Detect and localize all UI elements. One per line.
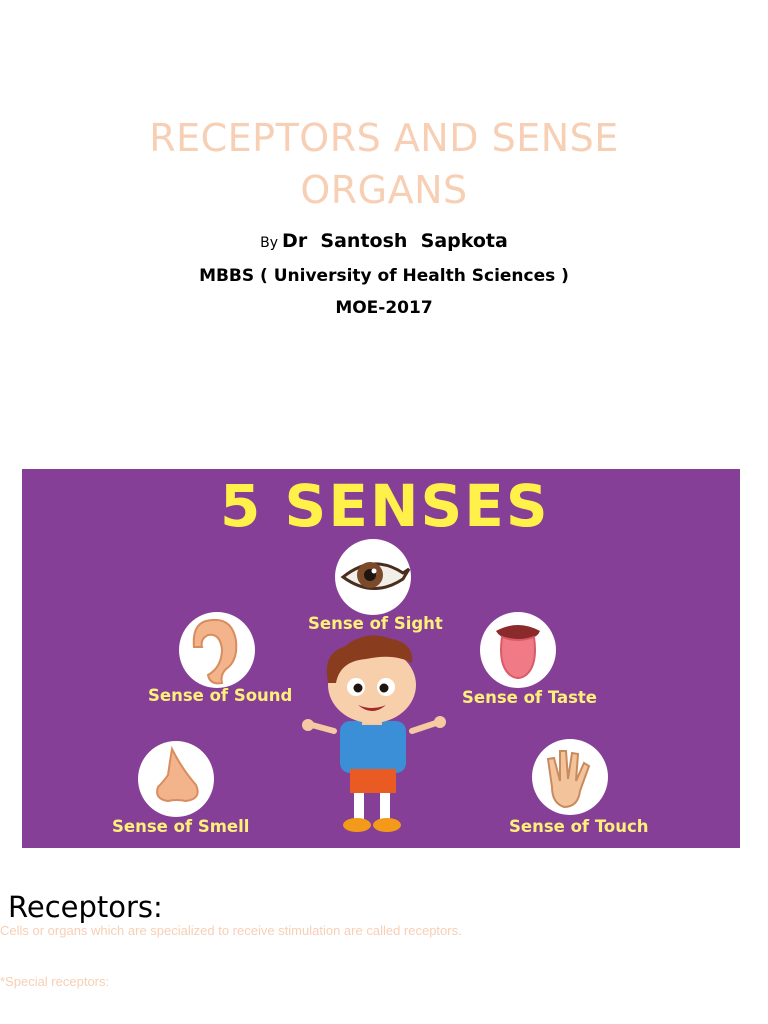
cartoon-boy-illustration <box>302 635 446 832</box>
section-title-receptors: Receptors: <box>8 890 163 924</box>
by-label: By <box>260 235 279 251</box>
sense-label-sound: Sense of Sound <box>148 686 292 705</box>
special-receptors-label: *Special receptors: <box>0 974 110 989</box>
author-moe: MOE-2017 <box>335 298 433 318</box>
sense-label-taste: Sense of Taste <box>462 688 597 707</box>
receptors-definition: Cells or organs which are specialized to… <box>0 923 462 938</box>
ear-icon <box>179 612 255 688</box>
sense-label-sight: Sense of Sight <box>308 614 443 633</box>
author-degree: MBBS ( University of Health Sciences ) <box>199 266 569 286</box>
five-senses-banner: 5 SENSES Sense of Sight Sense of Sound S… <box>22 469 740 848</box>
tongue-icon <box>480 612 556 688</box>
title-line-1: RECEPTORS AND SENSE <box>149 116 619 160</box>
author-name: Dr Santosh Sapkota <box>282 230 508 252</box>
banner-heading: 5 SENSES <box>220 472 550 540</box>
five-senses-illustration: 5 SENSES Sense of Sight Sense of Sound S… <box>112 472 649 836</box>
sense-label-touch: Sense of Touch <box>509 817 649 836</box>
title-line-2: ORGANS <box>300 168 468 212</box>
sense-label-smell: Sense of Smell <box>112 817 249 836</box>
nose-icon <box>138 741 214 817</box>
document-title: RECEPTORS AND SENSE ORGANS <box>0 112 768 216</box>
hand-icon <box>532 739 608 815</box>
eye-icon <box>335 539 411 615</box>
